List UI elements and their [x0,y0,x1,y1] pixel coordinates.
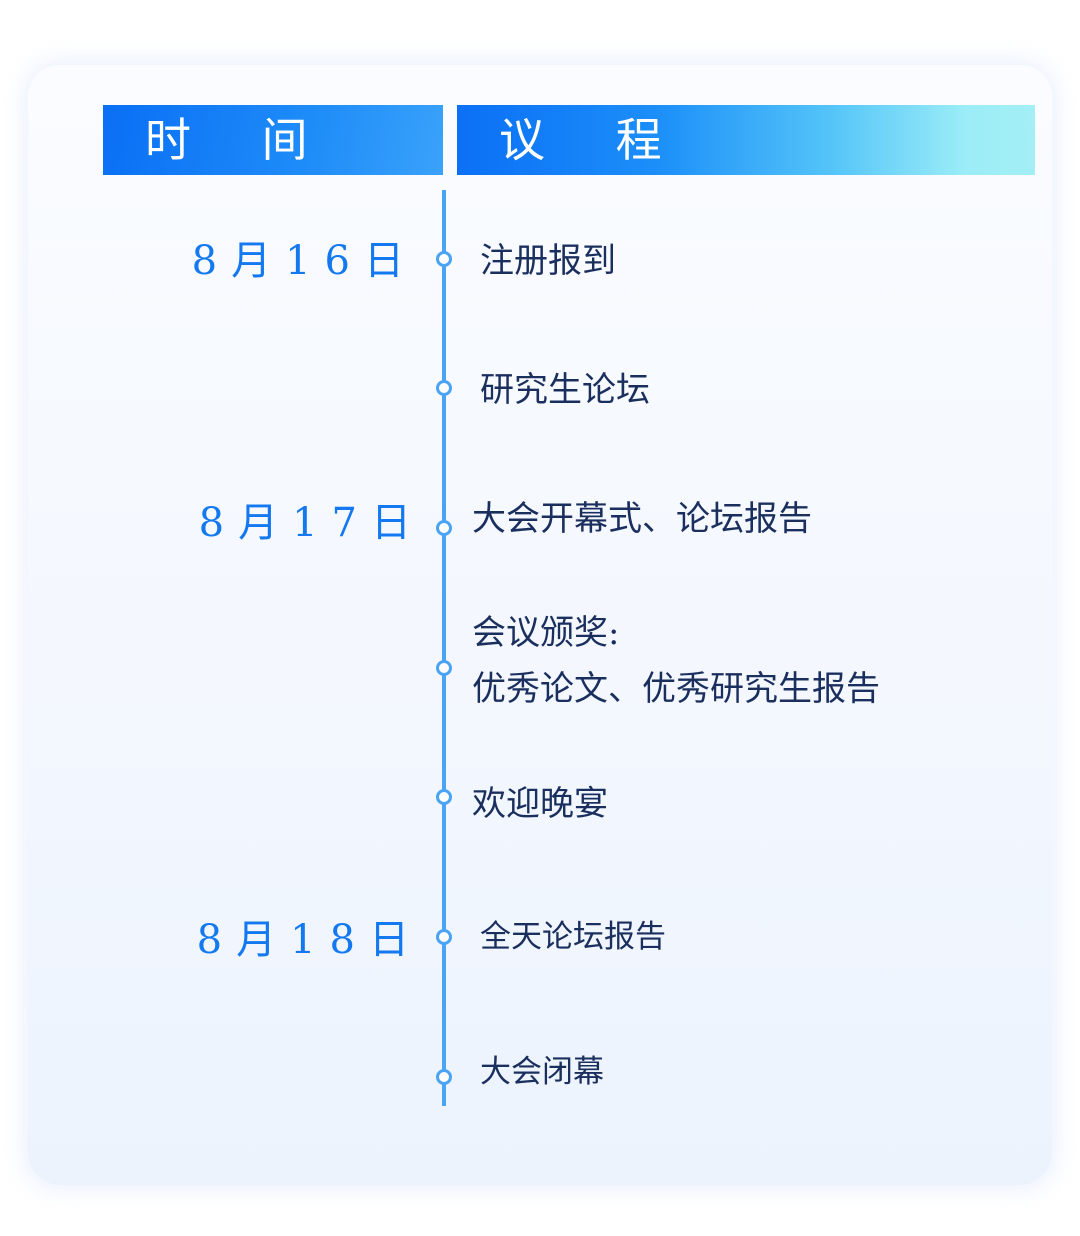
date-label: 8月17日 [198,500,425,546]
time-header-label: 时 间 [145,113,336,167]
agenda-item: 研究生论坛 [480,370,650,410]
time-header: 时 间 [103,105,443,175]
schedule-card [28,65,1052,1185]
agenda-item: 全天论坛报告 [480,919,666,955]
agenda-header: 议 程 [457,105,1035,175]
timeline-dot [436,380,452,396]
agenda-header-label: 议 程 [499,113,690,167]
timeline-line [442,190,446,1106]
date-label: 8月18日 [196,917,423,963]
timeline-dot [436,1069,452,1085]
timeline-dot [436,520,452,536]
agenda-item: 优秀论文、优秀研究生报告 [472,669,880,709]
timeline-dot [436,251,452,267]
timeline-dot [436,929,452,945]
agenda-item: 注册报到 [480,241,616,281]
agenda-item: 欢迎晚宴 [472,784,608,824]
agenda-item: 大会开幕式、论坛报告 [472,499,812,539]
timeline-dot [436,789,452,805]
agenda-item: 会议颁奖: [472,613,620,653]
timeline-dot [436,660,452,676]
date-label: 8月16日 [191,238,418,284]
agenda-item: 大会闭幕 [480,1054,604,1090]
